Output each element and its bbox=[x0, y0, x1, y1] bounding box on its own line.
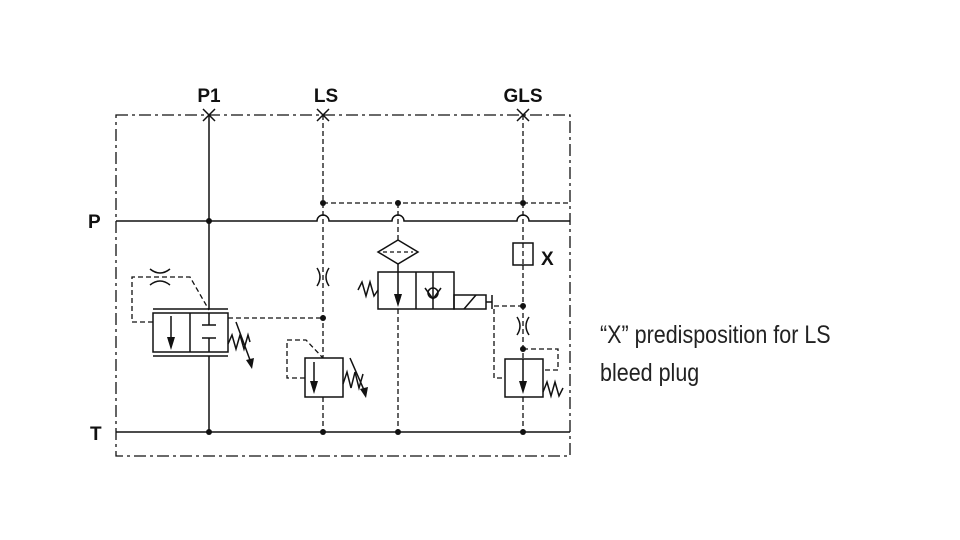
orifice-icon bbox=[149, 268, 171, 286]
gls-orifice-icon bbox=[516, 316, 530, 336]
port-label-t: T bbox=[90, 424, 102, 445]
junction-dots bbox=[206, 200, 526, 435]
spring-icon bbox=[342, 369, 364, 391]
port-label-ls: LS bbox=[314, 86, 338, 107]
annotation-note: “X” predisposition for LS bleed plug bbox=[600, 316, 831, 392]
solenoid-valve bbox=[357, 271, 493, 310]
port-label-p: P bbox=[88, 212, 101, 233]
port-label-gls: GLS bbox=[503, 86, 542, 107]
gls-relief-valve bbox=[493, 305, 564, 399]
pressure-compensator-valve bbox=[131, 268, 323, 369]
port-label-p1: P1 bbox=[197, 86, 221, 107]
filter-icon bbox=[376, 239, 420, 272]
ls-orifice-icon bbox=[316, 267, 330, 287]
port-plug-icons bbox=[202, 108, 530, 122]
note-line-2: bleed plug bbox=[600, 359, 700, 387]
spring-icon bbox=[357, 279, 379, 299]
port-label-x: X bbox=[541, 249, 554, 270]
spring-icon bbox=[542, 379, 564, 399]
spring-icon bbox=[227, 332, 251, 352]
ls-relief-valve bbox=[286, 339, 368, 398]
note-line-1: “X” predisposition for LS bbox=[600, 321, 831, 349]
pressure-line-p bbox=[116, 214, 570, 222]
block-boundary bbox=[115, 114, 571, 457]
